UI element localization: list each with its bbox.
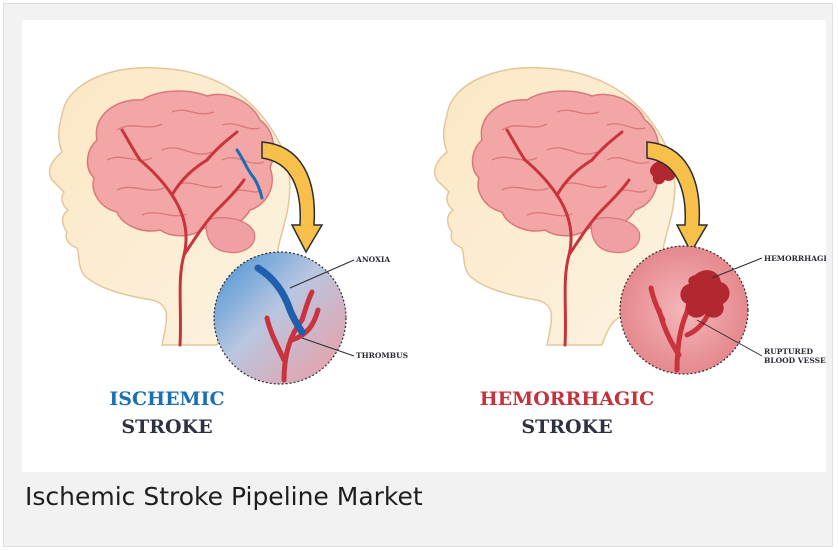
ischemic-stroke-title: STROKE <box>121 416 212 438</box>
anoxia-label: ANOXIA <box>355 255 390 264</box>
image-caption[interactable]: Ischemic Stroke Pipeline Market <box>25 482 423 511</box>
ruptured-label: RUPTURED <box>764 347 813 356</box>
ischemic-title: ISCHEMIC <box>109 388 224 410</box>
hemorrhagic-panel: HEMORRHAGE RUPTURED BLOOD VESSEL HEMORRH… <box>435 68 826 438</box>
blood-vessel-label: BLOOD VESSEL <box>764 356 826 365</box>
zoom-circle-right <box>620 246 748 374</box>
stroke-illustration-svg: ANOXIA THROMBUS ISCHEMIC STROKE <box>22 20 826 472</box>
hemorrhagic-title: HEMORRHAGIC <box>480 388 655 410</box>
thrombus-label: THROMBUS <box>356 351 408 360</box>
hemorrhagic-stroke-title: STROKE <box>521 416 612 438</box>
hemorrhage-label: HEMORRHAGE <box>764 254 826 263</box>
stroke-illustration: ANOXIA THROMBUS ISCHEMIC STROKE <box>22 20 826 472</box>
ischemic-panel: ANOXIA THROMBUS ISCHEMIC STROKE <box>50 68 408 438</box>
image-card[interactable]: ANOXIA THROMBUS ISCHEMIC STROKE <box>3 3 833 547</box>
